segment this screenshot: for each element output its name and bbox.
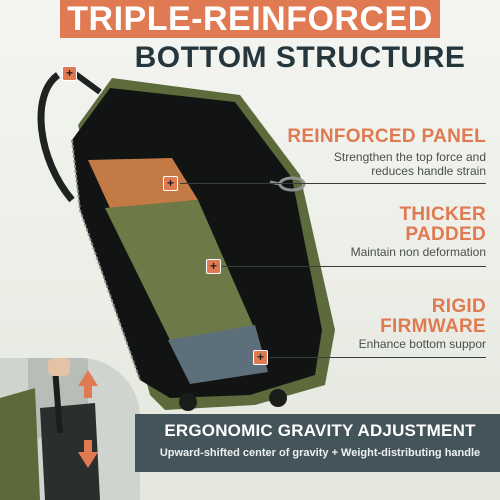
zipper	[71, 139, 141, 381]
plus-marker-icon: +	[206, 259, 221, 274]
wheel-left	[179, 393, 197, 411]
leader-line	[180, 183, 486, 184]
shoulder-strap	[37, 72, 75, 203]
gravity-title: ERGONOMIC GRAVITY ADJUSTMENT	[164, 421, 476, 440]
callout-reinforced-panel-desc-1: Strengthen the top force and	[333, 150, 486, 164]
callout-thicker-desc: Maintain non deformation	[350, 245, 486, 259]
headline-banner	[60, 0, 440, 38]
plus-marker-icon: +	[253, 350, 268, 365]
layer-padded	[105, 200, 255, 340]
layer-cork	[88, 158, 198, 208]
callout-rigid-title-1: RIGID	[431, 296, 486, 317]
leader-line	[222, 266, 486, 267]
inset-illustration	[0, 358, 140, 500]
headline: TRIPLE-REINFORCED	[67, 0, 433, 38]
subheadline: BOTTOM STRUCTURE	[134, 41, 466, 74]
callout-thicker-title-2: PADDED	[405, 224, 486, 245]
callout-rigid-title-2: FIRMWARE	[380, 316, 486, 337]
callout-rigid-desc: Enhance bottom suppor	[358, 337, 486, 351]
plus-marker-icon: +	[62, 66, 77, 81]
gravity-desc: Upward-shifted center of gravity + Weigh…	[159, 447, 481, 459]
wheel-right	[269, 389, 287, 407]
down-arrow-icon	[78, 440, 98, 468]
gravity-panel	[135, 414, 500, 472]
callout-reinforced-panel-desc-2: reduces handle strain	[371, 164, 486, 178]
layer-firmware	[168, 325, 268, 384]
leader-line	[270, 357, 486, 358]
inset-photo	[0, 358, 140, 500]
callout-thicker-title-1: THICKER	[399, 204, 486, 225]
up-arrow-icon	[78, 370, 98, 398]
plus-marker-icon: +	[163, 176, 178, 191]
callout-reinforced-panel-title: REINFORCED PANEL	[287, 126, 486, 147]
